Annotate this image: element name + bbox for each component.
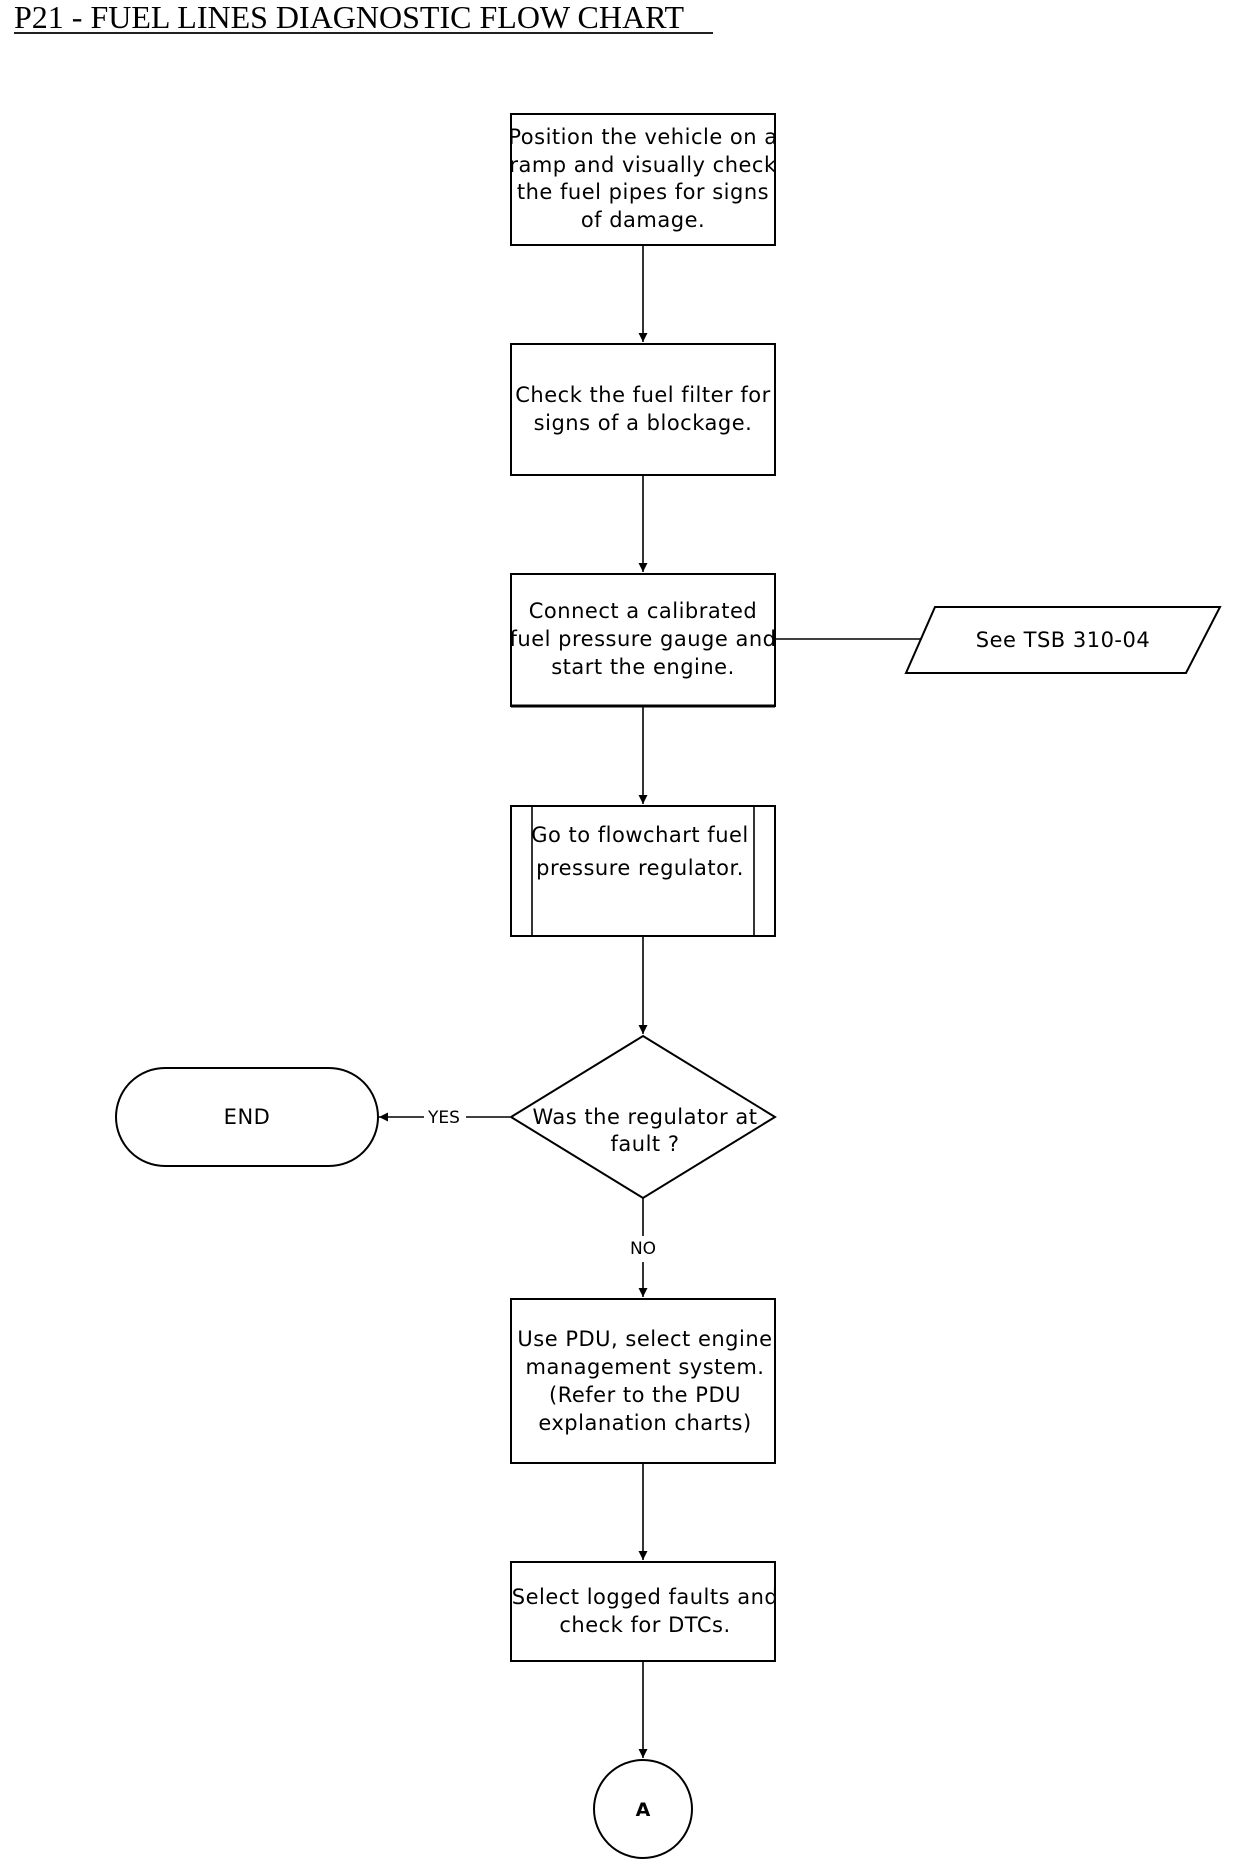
svg-text:Select logged faults and: Select logged faults and	[512, 1585, 779, 1609]
svg-text:Use PDU, select engine: Use PDU, select engine	[517, 1327, 772, 1351]
svg-text:signs of a blockage.: signs of a blockage.	[534, 411, 753, 435]
node-see-tsb	[904, 606, 1222, 674]
page-title: P21 - FUEL LINES DIAGNOSTIC FLOW CHART	[14, 0, 685, 35]
node-position-vehicle	[510, 113, 776, 246]
node-check-filter	[510, 343, 776, 476]
svg-text:ramp and visually check: ramp and visually check	[509, 153, 777, 177]
node-connect-gauge	[510, 573, 776, 707]
svg-text:of damage.: of damage.	[581, 208, 705, 232]
svg-text:pressure regulator.: pressure regulator.	[536, 856, 744, 880]
svg-text:Go to flowchart fuel: Go to flowchart fuel	[531, 823, 749, 847]
svg-text:Was the regulator at: Was the regulator at	[533, 1105, 758, 1129]
node-position-vehicle-text: Position the vehicle on a ramp and visua…	[508, 125, 777, 232]
node-select-faults	[510, 1561, 776, 1662]
node-end-text: END	[224, 1105, 271, 1129]
node-select-faults-text: Select logged faults and check for DTCs.	[512, 1585, 779, 1637]
svg-text:explanation charts): explanation charts)	[538, 1411, 751, 1435]
node-connector-a-text: A	[636, 1799, 651, 1821]
svg-text:fault ?: fault ?	[611, 1132, 680, 1156]
node-use-pdu	[510, 1298, 776, 1464]
node-connector-a	[593, 1759, 693, 1859]
node-regulator-fault-text: Was the regulator at fault ?	[533, 1105, 758, 1156]
svg-text:Check the fuel filter for: Check the fuel filter for	[515, 383, 770, 407]
svg-text:fuel pressure gauge and: fuel pressure gauge and	[510, 627, 777, 651]
svg-text:Position the vehicle on a: Position the vehicle on a	[508, 125, 777, 149]
node-see-tsb-text: See TSB 310-04	[976, 628, 1150, 652]
svg-text:management system.: management system.	[526, 1355, 765, 1379]
svg-text:start the engine.: start the engine.	[551, 655, 735, 679]
node-connect-gauge-text: Connect a calibrated fuel pressure gauge…	[510, 599, 777, 679]
svg-text:Connect a calibrated: Connect a calibrated	[529, 599, 757, 623]
node-regulator-fault-decision	[509, 1034, 777, 1200]
node-end-terminator	[115, 1067, 379, 1167]
edge-label-no: NO	[630, 1239, 656, 1259]
node-goto-regulator	[510, 805, 776, 937]
svg-text:(Refer to the PDU: (Refer to the PDU	[549, 1383, 741, 1407]
node-check-filter-text: Check the fuel filter for signs of a blo…	[515, 383, 770, 435]
node-goto-regulator-text: Go to flowchart fuel pressure regulator.	[531, 823, 749, 880]
node-use-pdu-text: Use PDU, select engine management system…	[517, 1327, 772, 1435]
svg-text:the fuel pipes for signs: the fuel pipes for signs	[517, 180, 769, 204]
edge-label-yes: YES	[427, 1108, 460, 1128]
svg-text:check for DTCs.: check for DTCs.	[559, 1613, 730, 1637]
